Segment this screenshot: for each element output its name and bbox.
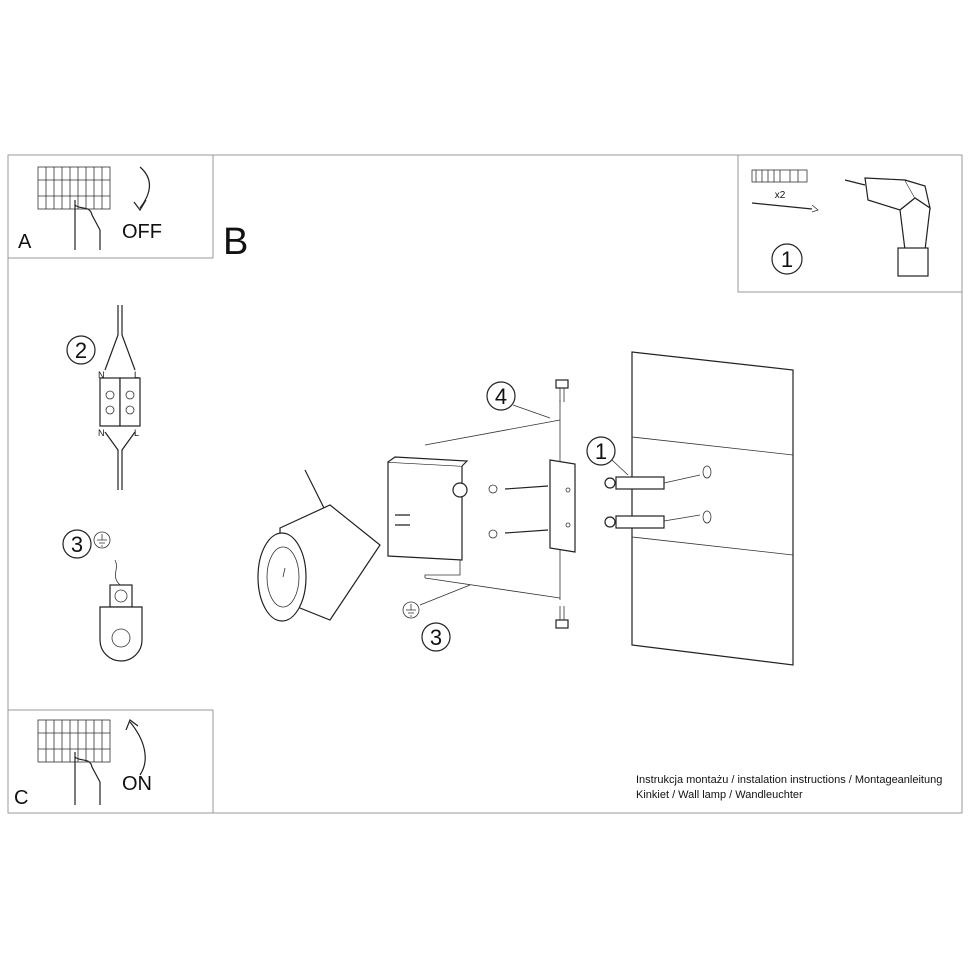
leader-line-1	[611, 459, 629, 476]
wire-label-l-bottom: L	[134, 428, 139, 438]
breaker-off-illustration	[37, 166, 150, 250]
arrow-up-icon	[129, 721, 146, 776]
step-4-circle	[486, 381, 516, 411]
outer-frame	[7, 154, 963, 814]
wall-anchor-icon	[751, 169, 808, 183]
anchor-label: 1	[595, 439, 607, 464]
tools-step-number: 1	[781, 247, 793, 272]
hand-icon	[74, 752, 101, 805]
hand-icon	[74, 200, 101, 250]
leader-line-4	[512, 404, 551, 419]
caption-line-1: Instrukcja montażu / instalation instruc…	[636, 774, 942, 786]
panel-a-off-label: OFF	[122, 221, 162, 243]
arrow-down-icon	[139, 166, 150, 209]
bracket-screw-label: 4	[495, 384, 507, 409]
anchor-circle	[586, 436, 616, 466]
step-3-circle	[62, 529, 92, 559]
step-1-circle	[771, 243, 803, 275]
ground-terminal-illustration	[99, 559, 143, 662]
wire-label-n-bottom: N	[98, 428, 105, 438]
mounting-screws	[488, 484, 549, 539]
tools-panel-frame	[737, 155, 962, 293]
ground-label: 3	[430, 625, 442, 650]
ground-symbol-icon	[93, 531, 111, 549]
ground-step-number: 3	[71, 532, 83, 557]
panel-c-on-label: ON	[122, 773, 152, 795]
panel-c-letter: C	[14, 787, 28, 809]
panel-b-letter: B	[223, 221, 248, 263]
lamp-illustration	[257, 456, 469, 622]
panel-a-frame	[8, 155, 214, 259]
ground-circle	[421, 622, 451, 652]
panel-a-letter: A	[18, 231, 32, 253]
ground-symbol-icon	[402, 584, 471, 619]
bracket-screw-top	[555, 379, 569, 402]
mounting-bracket-illustration	[549, 459, 576, 553]
drill-icon	[844, 177, 931, 277]
wire-label-l-top: L	[134, 370, 139, 380]
wiring-step-number: 2	[75, 338, 87, 363]
wall-illustration	[631, 351, 794, 666]
wire-label-n-top: N	[98, 370, 105, 380]
tools-quantity: x2	[775, 190, 786, 201]
bracket-screw-bottom	[555, 606, 569, 629]
panel-c-frame	[8, 709, 214, 813]
breaker-on-illustration	[37, 719, 146, 805]
step-2-circle	[66, 335, 96, 365]
screw-icon	[751, 202, 819, 213]
wall-anchors	[604, 474, 701, 529]
caption-line-2: Kinkiet / Wall lamp / Wandleuchter	[636, 789, 803, 801]
terminal-block-illustration	[99, 305, 141, 490]
